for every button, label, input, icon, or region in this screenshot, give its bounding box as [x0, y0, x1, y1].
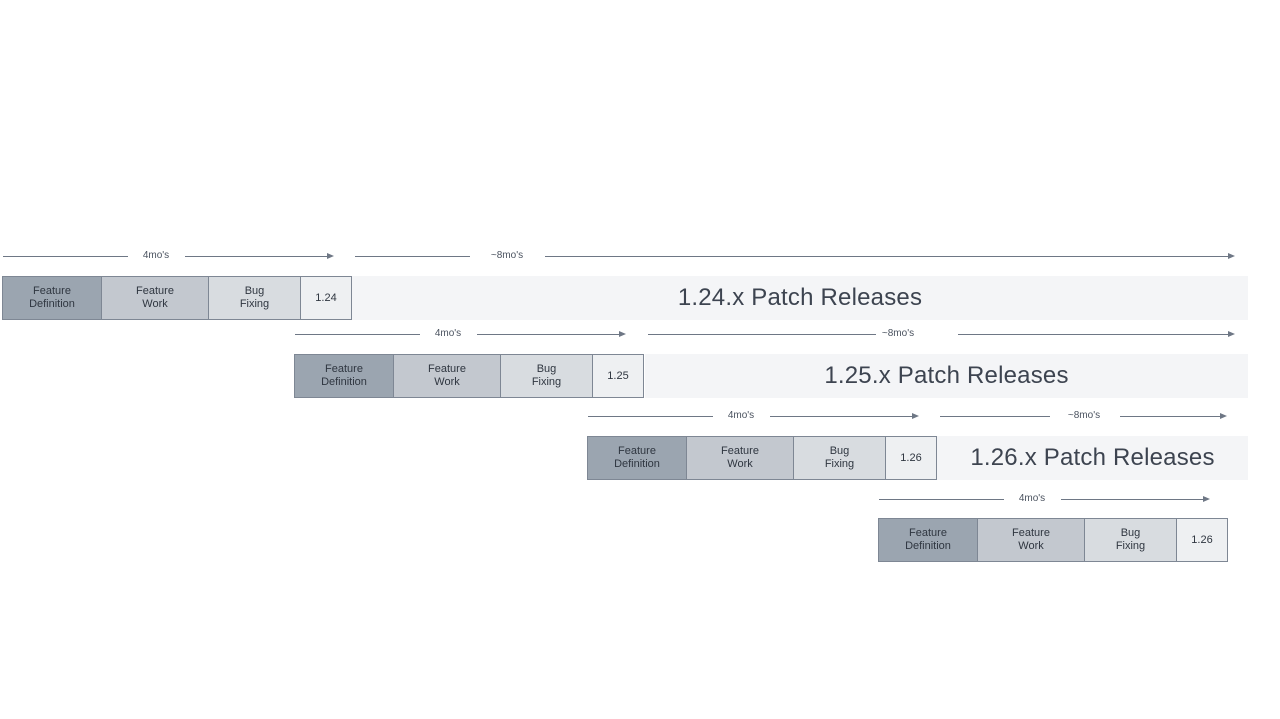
- dimension-line-left: [879, 499, 1004, 500]
- dimension-label-4mo-1-24: 4mo's: [142, 250, 170, 261]
- dimension-line-left: [355, 256, 470, 257]
- segment-label-line2: Definition: [29, 298, 75, 310]
- dimension-line-left: [3, 256, 128, 257]
- segment-label-line2: Fixing: [824, 458, 855, 470]
- version-label: 1.24: [315, 291, 337, 304]
- dimension-arrow-dev-1-26-next: 4mo's: [879, 493, 1210, 504]
- dimension-line-right: [958, 334, 1228, 335]
- segment-bug-fixing-1-25: Bug Fixing: [501, 355, 593, 397]
- segment-label-line1: Feature: [136, 285, 174, 298]
- dimension-line-right: [477, 334, 619, 335]
- segment-bug-fixing-1-26-next: Bug Fixing: [1085, 519, 1177, 561]
- dimension-arrow-dev-1-26: 4mo's: [588, 410, 919, 421]
- segment-label-line2: Work: [1018, 540, 1044, 552]
- segment-feature-definition-1-25: Feature Definition: [295, 355, 394, 397]
- segment-bug-fixing-1-24: Bug Fixing: [209, 277, 301, 319]
- dimension-arrowhead: [327, 253, 334, 259]
- dimension-arrowhead: [1228, 253, 1235, 259]
- patch-band-1-25: 1.25.x Patch Releases: [645, 354, 1248, 398]
- dimension-line-left: [648, 334, 876, 335]
- segment-feature-definition-1-26: Feature Definition: [588, 437, 687, 479]
- dimension-line-right: [545, 256, 1228, 257]
- segment-label-line1: Bug: [536, 363, 557, 376]
- dimension-arrow-dev-1-25: 4mo's: [295, 328, 626, 339]
- segment-label-line1: Bug: [1120, 527, 1141, 540]
- version-label: 1.25: [607, 369, 629, 382]
- dimension-arrowhead: [1220, 413, 1227, 419]
- patch-band-label-1-26: 1.26.x Patch Releases: [970, 444, 1215, 471]
- dimension-line-left: [295, 334, 420, 335]
- dimension-label-4mo-1-26-next: 4mo's: [1018, 493, 1046, 504]
- segment-label-line2: Definition: [614, 458, 660, 470]
- dimension-line-right: [770, 416, 912, 417]
- dimension-line-right: [1120, 416, 1220, 417]
- segment-version-chip-1-25: 1.25: [593, 355, 643, 397]
- dimension-arrowhead: [1228, 331, 1235, 337]
- dimension-arrow-dev-1-24: 4mo's: [3, 250, 334, 261]
- segment-feature-work-1-26: Feature Work: [687, 437, 794, 479]
- patch-band-1-26: 1.26.x Patch Releases: [937, 436, 1248, 480]
- segment-feature-definition-1-26-next: Feature Definition: [879, 519, 978, 561]
- segment-label-line1: Bug: [244, 285, 265, 298]
- dimension-arrow-patch-1-24: ~8mo's: [355, 250, 1235, 261]
- segment-label-line1: Bug: [829, 445, 850, 458]
- patch-band-label-1-24: 1.24.x Patch Releases: [677, 284, 923, 311]
- dimension-arrowhead: [619, 331, 626, 337]
- dimension-label-8mo-1-26: ~8mo's: [1067, 410, 1101, 421]
- segment-label-line1: Feature: [33, 285, 71, 298]
- segment-feature-work-1-24: Feature Work: [102, 277, 209, 319]
- segment-label-line2: Work: [142, 298, 168, 310]
- segment-feature-work-1-26-next: Feature Work: [978, 519, 1085, 561]
- dimension-line-right: [1061, 499, 1203, 500]
- dimension-arrowhead: [912, 413, 919, 419]
- segment-feature-definition-1-24: Feature Definition: [3, 277, 102, 319]
- segment-label-line1: Feature: [325, 363, 363, 376]
- segment-label-line2: Fixing: [1115, 540, 1146, 552]
- dimension-arrow-patch-1-25: ~8mo's: [648, 328, 1236, 339]
- segment-feature-work-1-25: Feature Work: [394, 355, 501, 397]
- segment-label-line1: Feature: [721, 445, 759, 458]
- segment-label-line1: Feature: [909, 527, 947, 540]
- phase-bar-1-25: Feature Definition Feature Work Bug Fixi…: [294, 354, 644, 398]
- segment-label-line2: Work: [727, 458, 753, 470]
- dimension-label-4mo-1-25: 4mo's: [434, 328, 462, 339]
- version-label: 1.26: [900, 451, 922, 464]
- dimension-arrow-patch-1-26: ~8mo's: [940, 410, 1236, 421]
- segment-version-chip-1-26: 1.26: [886, 437, 936, 479]
- dimension-label-4mo-1-26: 4mo's: [727, 410, 755, 421]
- segment-label-line1: Feature: [428, 363, 466, 376]
- dimension-line-left: [940, 416, 1050, 417]
- segment-label-line2: Definition: [321, 376, 367, 388]
- dimension-arrowhead: [1203, 496, 1210, 502]
- segment-label-line2: Fixing: [239, 298, 270, 310]
- patch-band-label-1-25: 1.25.x Patch Releases: [824, 362, 1069, 389]
- segment-label-line1: Feature: [618, 445, 656, 458]
- segment-label-line2: Fixing: [531, 376, 562, 388]
- version-label: 1.26: [1191, 533, 1213, 546]
- segment-version-chip-1-26-next: 1.26: [1177, 519, 1227, 561]
- dimension-line-right: [185, 256, 327, 257]
- segment-label-line2: Work: [434, 376, 460, 388]
- segment-bug-fixing-1-26: Bug Fixing: [794, 437, 886, 479]
- segment-label-line1: Feature: [1012, 527, 1050, 540]
- phase-bar-1-24: Feature Definition Feature Work Bug Fixi…: [2, 276, 352, 320]
- segment-version-chip-1-24: 1.24: [301, 277, 351, 319]
- phase-bar-1-26-next: Feature Definition Feature Work Bug Fixi…: [878, 518, 1228, 562]
- dimension-label-8mo-1-24: ~8mo's: [490, 250, 524, 261]
- segment-label-line2: Definition: [905, 540, 951, 552]
- dimension-label-8mo-1-25: ~8mo's: [881, 328, 915, 339]
- phase-bar-1-26: Feature Definition Feature Work Bug Fixi…: [587, 436, 937, 480]
- dimension-line-left: [588, 416, 713, 417]
- patch-band-1-24: 1.24.x Patch Releases: [352, 276, 1248, 320]
